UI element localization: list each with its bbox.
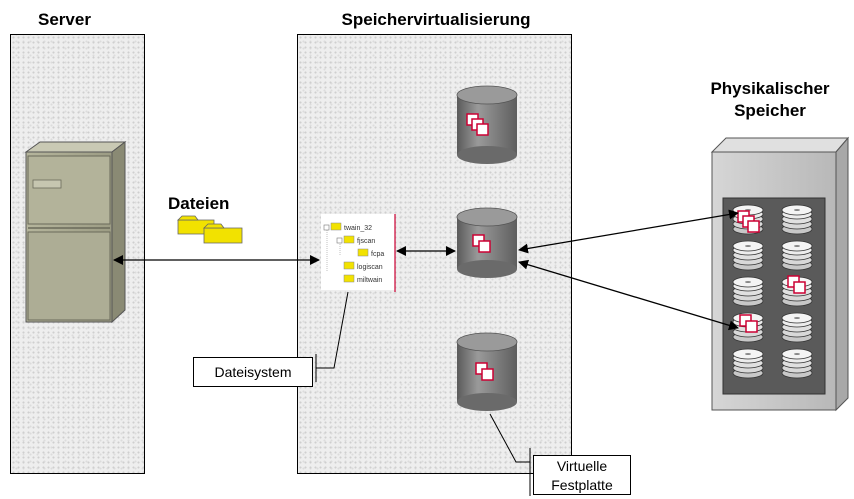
virtual-disk-callout-line <box>489 413 531 496</box>
virtual-disk-label: Virtuelle Festplatte <box>533 455 631 495</box>
disk-platter-stack <box>781 204 813 235</box>
disk-platter-stack <box>732 348 764 379</box>
server-title: Server <box>38 10 91 29</box>
files-label: Dateien <box>168 194 230 213</box>
filesystem-tree: twain_32 fjscan fcpa logiscan miltwain <box>321 214 396 292</box>
folder-icon <box>343 274 355 283</box>
filesystem-label: Dateisystem <box>193 357 313 387</box>
disk-platter-stack <box>781 240 813 271</box>
disk-physical-arrow-lower <box>518 259 739 331</box>
folder-icon <box>343 261 355 270</box>
folder-icon <box>357 248 369 257</box>
tree-item[interactable]: miltwain <box>357 277 382 284</box>
disk-platter-stack <box>732 276 764 307</box>
virtual-disk-cylinder-top <box>456 85 518 164</box>
virtualization-title: Speichervirtualisierung <box>341 10 531 29</box>
tree-item[interactable]: fjscan <box>357 238 375 245</box>
disk-platter-stack <box>781 348 813 379</box>
physical-storage-title: Physikalischer Speicher <box>710 79 830 120</box>
tree-item[interactable]: logiscan <box>357 264 383 271</box>
folder-icon <box>330 222 342 231</box>
filesystem-callout-line <box>315 291 349 382</box>
tree-expand-icon[interactable] <box>323 224 330 231</box>
tree-root[interactable]: twain_32 <box>344 225 372 232</box>
disk-platter-stack <box>781 312 813 343</box>
disk-platter-stack <box>732 240 764 271</box>
tree-item[interactable]: fcpa <box>371 251 384 258</box>
virtual-disk-cylinder-middle <box>456 207 518 278</box>
files-folder-icon <box>177 215 243 244</box>
server-tower-icon <box>24 140 127 324</box>
disk-physical-arrow-upper <box>518 209 739 254</box>
tree-expand-icon[interactable] <box>336 237 343 244</box>
virtual-disk-cylinder-bottom <box>456 332 518 411</box>
folder-icon <box>343 235 355 244</box>
storage-cabinet-icon <box>710 136 850 412</box>
